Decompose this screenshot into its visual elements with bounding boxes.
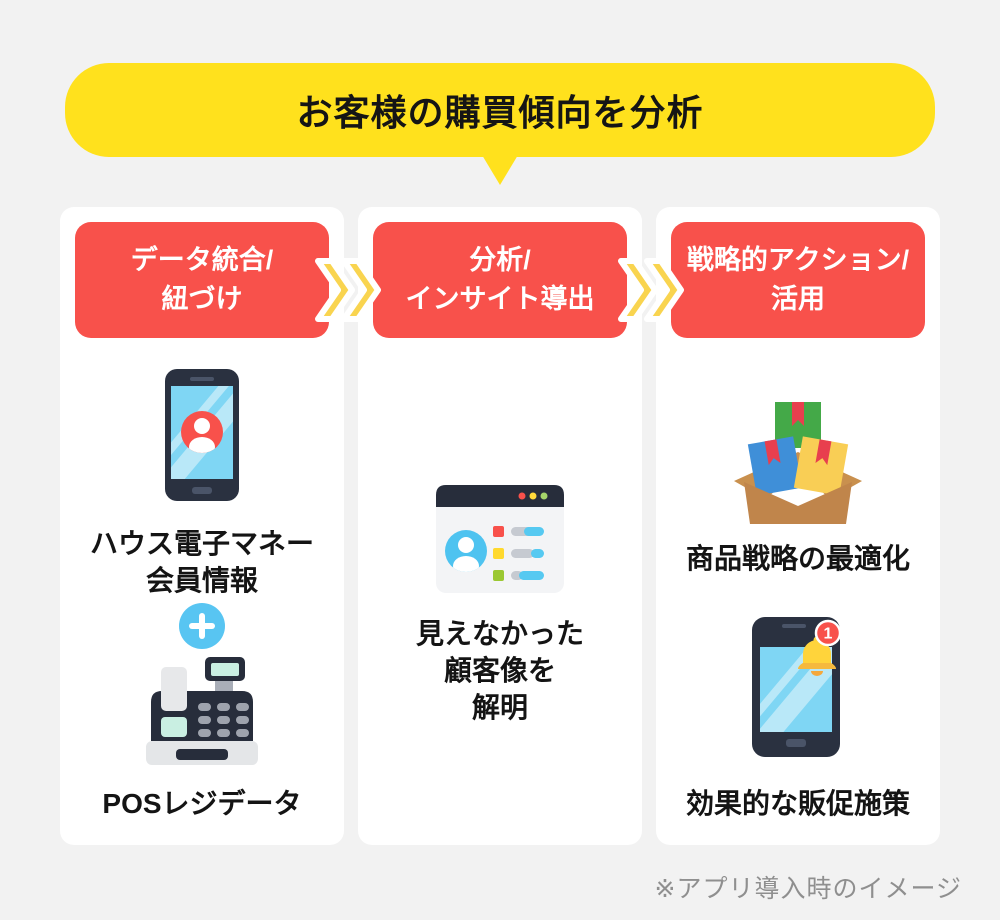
bell-icon: [798, 636, 836, 676]
smartphone-notification-icon: 1: [752, 617, 842, 757]
double-chevron-right-icon: [618, 258, 684, 322]
step-header-analysis: 分析/ インサイト導出: [373, 222, 627, 338]
page-title: お客様の購買傾向を分析: [296, 92, 704, 133]
label-reveal-customer-profile: 見えなかった 顧客像を 解明: [415, 618, 584, 723]
bubble-tail-pointer: [482, 155, 518, 185]
step-card-strategic-action: 戦略的アクション/ 活用 商品戦略の最適化: [656, 207, 940, 845]
step-card-data-integration: データ統合/ 紐づけ: [60, 207, 344, 845]
label-effective-promotion: 効果的な販促施策: [685, 788, 910, 819]
title-bubble: お客様の購買傾向を分析: [65, 63, 935, 157]
step-card-analysis: 分析/ インサイト導出: [358, 207, 642, 845]
svg-text:1: 1: [824, 626, 833, 643]
step-header-data-integration: データ統合/ 紐づけ: [75, 222, 329, 338]
step-header-strategic-action: 戦略的アクション/ 活用: [671, 222, 925, 338]
open-box-icon: [734, 402, 862, 524]
steps-row: データ統合/ 紐づけ: [60, 207, 940, 845]
smartphone-profile-icon: [165, 369, 239, 501]
step-header-label: データ統合/ 紐づけ: [130, 244, 274, 314]
plus-icon: [179, 603, 225, 649]
label-pos-register-data: POSレジデータ: [102, 788, 302, 819]
step-header-label: 分析/ インサイト導出: [405, 244, 595, 314]
double-chevron-right-icon: [315, 258, 381, 322]
browser-profile-icon: [436, 485, 564, 593]
label-house-emoney-member-data: ハウス電子マネー 会員情報: [89, 528, 314, 596]
label-product-strategy-optimization: 商品戦略の最適化: [685, 543, 910, 574]
step-header-label: 戦略的アクション/ 活用: [686, 244, 910, 314]
footnote-note: ※アプリ導入時のイメージ: [654, 875, 962, 903]
pos-register-icon: [146, 657, 258, 765]
notification-badge: 1: [814, 619, 842, 647]
